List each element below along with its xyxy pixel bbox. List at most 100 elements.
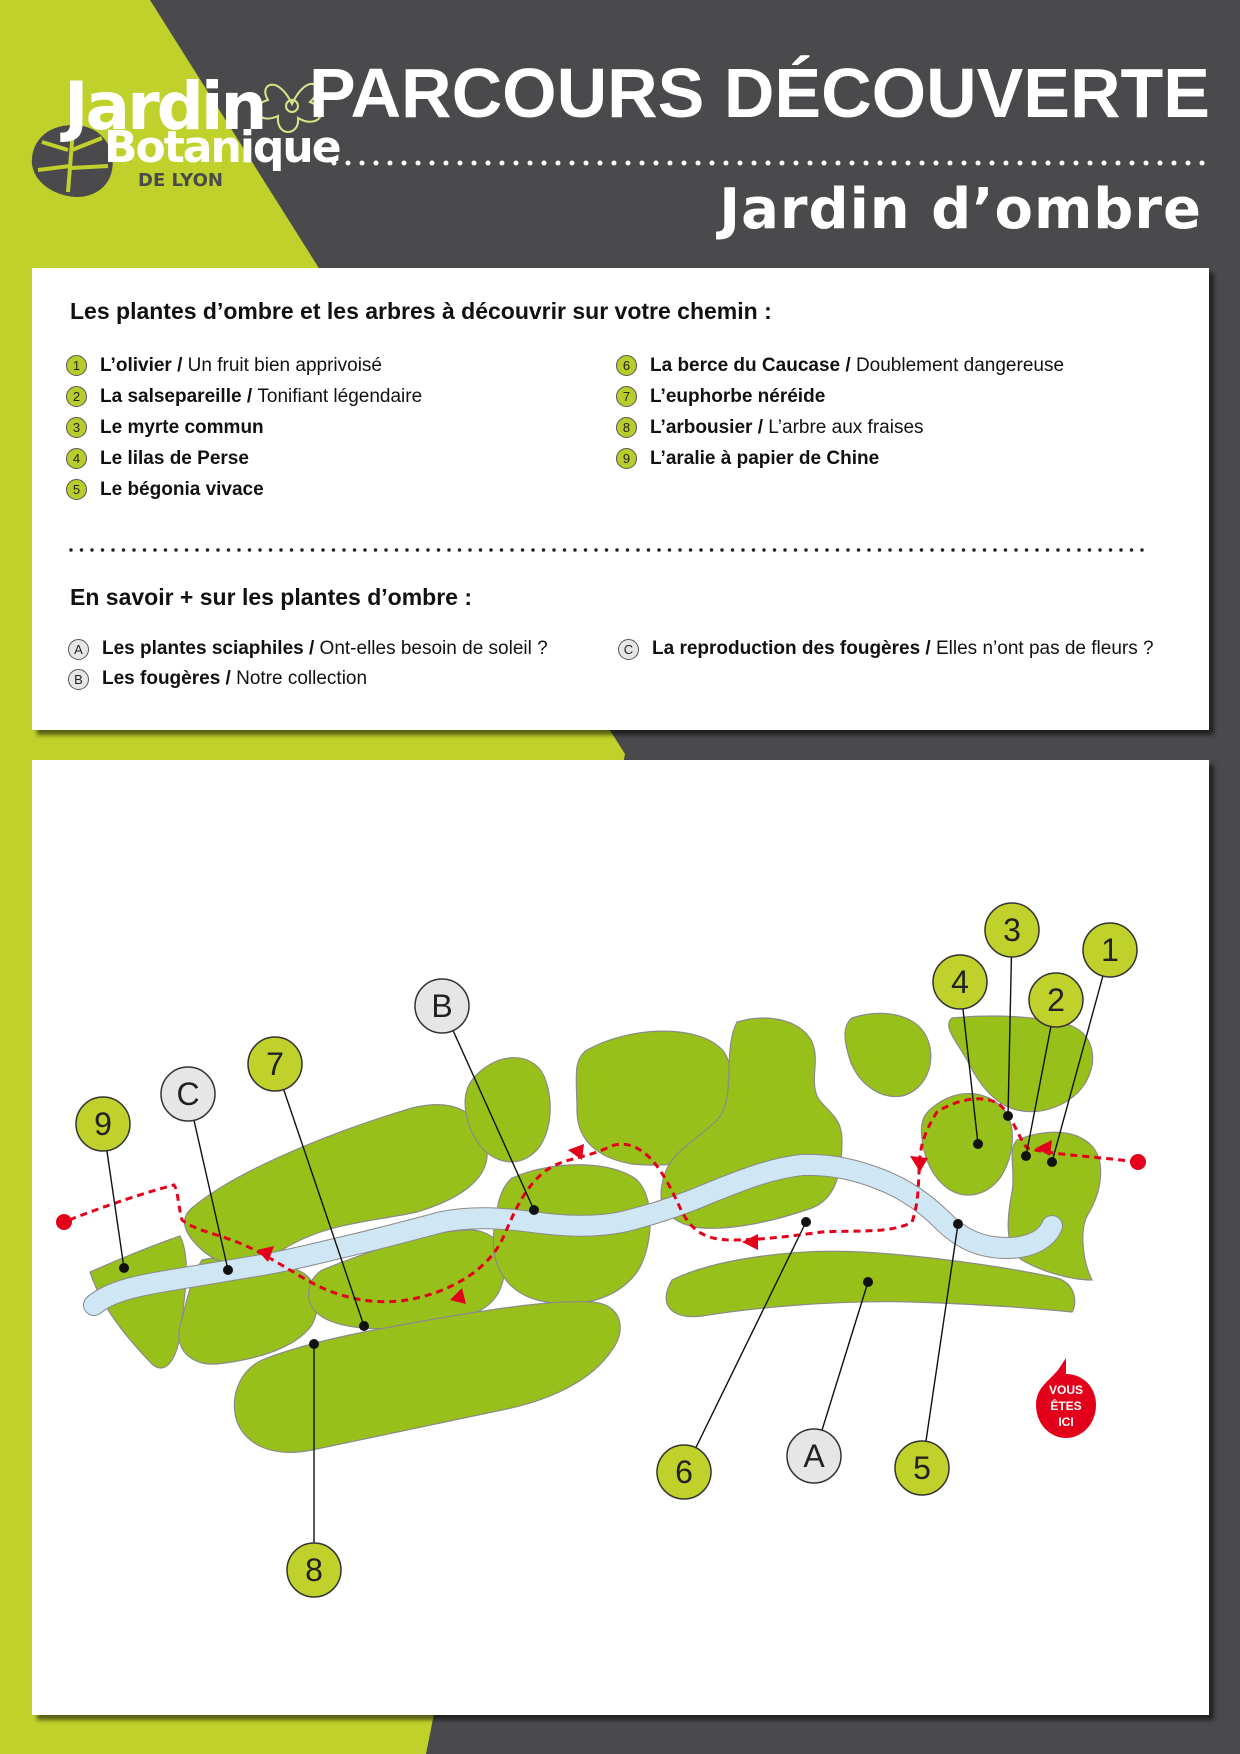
marker-circle: [247, 1036, 303, 1092]
more-heading: En savoir + sur les plantes d’ombre :: [70, 584, 472, 610]
path-arrow: [568, 1144, 584, 1160]
page-subtitle: Jardin d’ombre: [719, 177, 1202, 242]
garden-bed: [184, 1104, 488, 1265]
plant-description: Un fruit bien apprivoisé: [187, 355, 382, 376]
marker-5[interactable]: 5: [894, 1440, 950, 1496]
anchor-dots: [119, 1111, 1057, 1349]
garden-beds: [89, 1012, 1102, 1453]
logo-word-de-lyon: DE LYON: [138, 170, 223, 191]
leader-line: [683, 1221, 807, 1473]
topic-description: Notre collection: [236, 668, 368, 689]
page-title: PARCOURS DÉCOUVERTE: [308, 54, 1210, 132]
marker-circle: [286, 1542, 342, 1598]
number-badge: 1: [66, 355, 87, 376]
letter-badge: B: [68, 669, 89, 690]
garden-map-card: 1 2 3 4 5 6 7 8: [32, 760, 1209, 1715]
number-badge: 9: [616, 448, 637, 469]
jardin-botanique-logo: Jardin Botanique DE LYON: [28, 72, 348, 202]
marker-3[interactable]: 3: [984, 902, 1040, 958]
number-badge: 7: [616, 386, 637, 407]
marker-6[interactable]: 6: [656, 1444, 712, 1500]
garden-bed: [464, 1057, 551, 1163]
path-arrow: [257, 1246, 274, 1262]
number-badge: 4: [66, 448, 87, 469]
path-arrow: [910, 1156, 928, 1172]
anchor-dot: [863, 1277, 873, 1287]
marker-circle: [786, 1428, 842, 1484]
number-badge: 2: [66, 386, 87, 407]
separator: /: [220, 668, 237, 689]
anchor-dot: [1047, 1157, 1057, 1167]
stream-water-fill: [84, 1154, 1062, 1315]
topic-description: Elles n’ont pas de fleurs ?: [936, 638, 1154, 659]
letter-badge: C: [618, 639, 639, 660]
plants-heading: Les plantes d’ombre et les arbres à déco…: [70, 298, 772, 324]
number-badge: 5: [66, 479, 87, 500]
plant-name: La salsepareille: [100, 386, 242, 407]
separator: /: [241, 386, 258, 407]
marker-label: A: [803, 1438, 825, 1474]
anchor-dot: [309, 1339, 319, 1349]
separator: /: [920, 638, 936, 659]
monstera-leaf-icon: [31, 125, 113, 197]
marker-label: 8: [305, 1552, 323, 1588]
letter-badge: A: [68, 639, 89, 660]
list-item: 5 Le bégonia vivace: [66, 474, 422, 505]
plant-name: Le bégonia vivace: [100, 479, 264, 500]
marker-a[interactable]: A: [786, 1428, 842, 1484]
leader-line: [1051, 949, 1111, 1163]
marker-circle: [1082, 922, 1138, 978]
marker-circle: [75, 1096, 131, 1152]
hibiscus-flower-icon: [256, 83, 323, 133]
header-dotted-divider: [331, 160, 1209, 166]
marker-circle: [414, 978, 470, 1034]
marker-c[interactable]: C: [160, 1066, 216, 1122]
plant-name: L’olivier: [100, 355, 172, 376]
marker-circle: [984, 902, 1040, 958]
path-arrow: [450, 1288, 466, 1304]
plant-description: L’arbre aux fraises: [768, 417, 924, 438]
marker-label: 6: [675, 1454, 693, 1490]
plant-description: Doublement dangereuse: [855, 355, 1065, 376]
garden-bed: [233, 1301, 621, 1453]
anchor-dot: [1003, 1111, 1013, 1121]
path-arrow: [742, 1234, 758, 1250]
anchor-dot: [801, 1217, 811, 1227]
leader-line: [187, 1093, 229, 1271]
marker-label: 2: [1047, 982, 1065, 1018]
separator: /: [752, 417, 769, 438]
anchor-dot: [973, 1139, 983, 1149]
you-are-here-pin: [1036, 1358, 1096, 1438]
topic-name: Les plantes sciaphiles: [102, 638, 304, 659]
leader-line: [921, 1223, 959, 1469]
stream: [83, 1153, 1063, 1316]
plant-name: L’aralie à papier de Chine: [650, 448, 880, 469]
number-badge: 3: [66, 417, 87, 438]
marker-1[interactable]: 1: [1082, 922, 1138, 978]
anchor-dot: [119, 1263, 129, 1273]
you-are-here-line3: ICI: [1058, 1415, 1073, 1429]
logo-word-botanique: Botanique: [104, 122, 342, 173]
plant-name: L’arbousier: [650, 417, 753, 438]
you-are-here-marker: VOUS ÊTES ICI: [1036, 1358, 1096, 1438]
marker-label: 9: [94, 1106, 112, 1142]
marker-b[interactable]: B: [414, 978, 470, 1034]
marker-label: 7: [266, 1046, 284, 1082]
marker-2[interactable]: 2: [1028, 972, 1084, 1028]
marker-9[interactable]: 9: [75, 1096, 131, 1152]
marker-8[interactable]: 8: [286, 1542, 342, 1598]
anchor-dot: [1021, 1151, 1031, 1161]
garden-map: 1 2 3 4 5 6 7 8: [56, 902, 1146, 1598]
marker-7[interactable]: 7: [247, 1036, 303, 1092]
path-end-dot: [1130, 1154, 1146, 1170]
anchor-dot: [223, 1265, 233, 1275]
marker-4[interactable]: 4: [932, 954, 988, 1010]
